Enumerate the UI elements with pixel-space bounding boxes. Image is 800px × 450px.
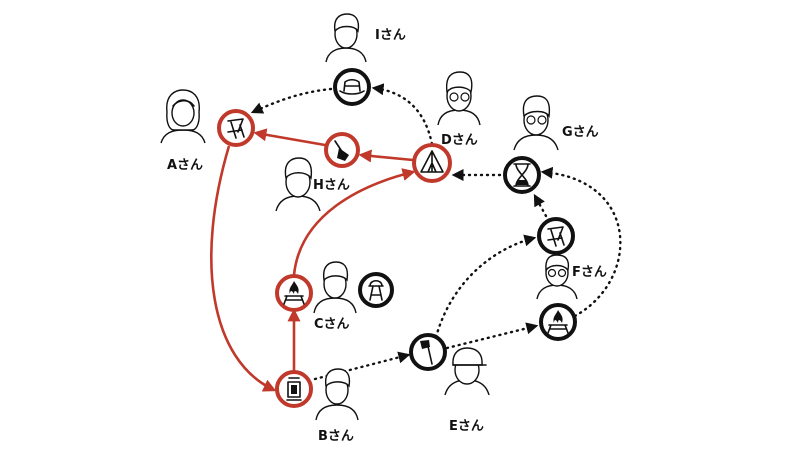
- man-avatar-icon: [315, 368, 359, 421]
- people: Aさん Bさん Cさん: [160, 13, 607, 444]
- axe-icon: [420, 340, 433, 365]
- person-d: Dさん: [437, 71, 481, 148]
- woman-avatar-icon: [160, 89, 206, 144]
- item-chair2[interactable]: [537, 217, 575, 255]
- man-avatar-icon: [536, 254, 578, 300]
- edge-grill-to-hourglass: [540, 166, 622, 318]
- item-tent[interactable]: [412, 143, 452, 183]
- item-firepit[interactable]: [275, 274, 313, 312]
- camp-stove-icon: [368, 279, 384, 301]
- item-stove[interactable]: [358, 272, 394, 308]
- item-grill[interactable]: [539, 303, 577, 341]
- items: [217, 68, 577, 408]
- woman-cap-avatar-icon: [444, 347, 490, 396]
- man-avatar-icon: [313, 261, 357, 314]
- edge-tent-to-hat: [371, 83, 434, 146]
- person-a: Aさん: [160, 89, 206, 173]
- person-g-label: Gさん: [562, 125, 599, 140]
- edge-tent-to-shovel: [358, 149, 414, 163]
- edge-lantern-to-axe: [313, 351, 411, 381]
- hat-icon: [339, 78, 365, 95]
- man-glasses-avatar-icon: [513, 95, 559, 151]
- person-e: Eさん: [444, 347, 490, 434]
- person-c-label: Cさん: [314, 317, 350, 332]
- person-b-label: Bさん: [318, 429, 354, 444]
- fire-pit-icon: [283, 281, 305, 305]
- person-d-label: Dさん: [441, 133, 478, 148]
- tent-icon: [420, 150, 444, 173]
- person-i: Iさん: [325, 13, 406, 63]
- camp-chair-icon: [547, 226, 565, 247]
- edge-axe-to-grill: [445, 322, 539, 350]
- item-axe[interactable]: [409, 333, 447, 371]
- edge-chair-to-lantern: [210, 145, 277, 392]
- person-f: Fさん: [536, 254, 607, 300]
- edge-chair2-to-hourglass: [533, 193, 548, 218]
- fire-pit-icon: [547, 310, 569, 334]
- person-e-label: Eさん: [449, 419, 484, 434]
- lantern-icon: [286, 377, 302, 401]
- hourglass-icon: [513, 163, 531, 187]
- camp-chair-icon: [227, 118, 245, 139]
- edge-shovel-to-chair: [253, 128, 326, 147]
- man-avatar-icon: [325, 13, 367, 63]
- edge-firepit-to-tent: [292, 168, 416, 276]
- person-h-label: Hさん: [313, 178, 350, 193]
- shovel-icon: [334, 140, 349, 161]
- person-a-label: Aさん: [167, 158, 203, 173]
- edge-hat-to-chair: [250, 87, 333, 114]
- person-f-label: Fさん: [572, 265, 607, 280]
- person-h: Hさん: [275, 157, 350, 212]
- person-b: Bさん: [315, 368, 359, 444]
- item-hourglass[interactable]: [503, 156, 541, 194]
- person-g: Gさん: [513, 95, 599, 151]
- item-chair[interactable]: [217, 109, 255, 147]
- item-hat[interactable]: [333, 68, 371, 106]
- man-glasses-avatar-icon: [437, 71, 481, 126]
- edges: [210, 83, 622, 392]
- man-avatar-icon: [275, 157, 321, 212]
- person-c: Cさん: [313, 261, 357, 332]
- person-i-label: Iさん: [375, 28, 406, 43]
- item-shovel[interactable]: [324, 132, 360, 168]
- item-lantern[interactable]: [275, 370, 313, 408]
- edge-axe-to-chair2: [434, 234, 537, 339]
